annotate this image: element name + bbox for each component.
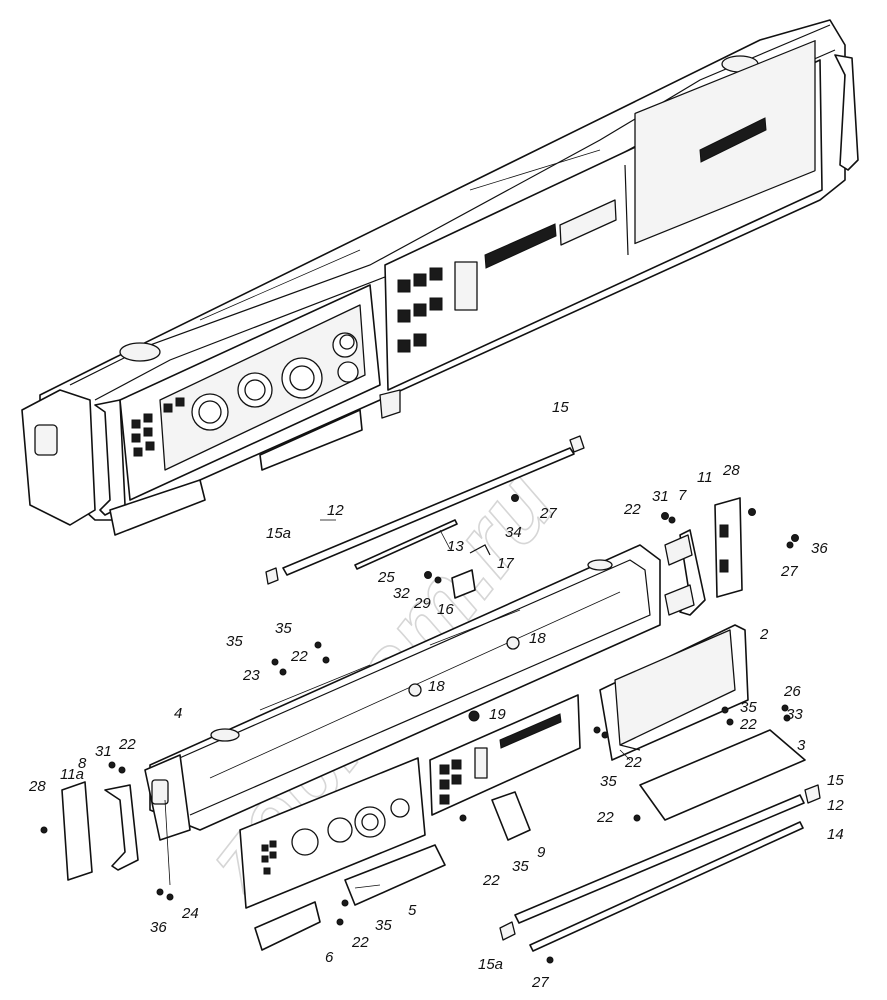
callout-label: 13 bbox=[447, 538, 464, 555]
callout-label: 15 bbox=[552, 399, 569, 416]
cap-18a bbox=[506, 636, 520, 650]
callout-label: 25 bbox=[377, 569, 395, 586]
callout-label: 26 bbox=[783, 683, 801, 700]
callout-label: 22 bbox=[118, 736, 136, 753]
callout-label: 28 bbox=[722, 462, 740, 479]
callout-label: 24 bbox=[181, 905, 199, 922]
callout-label: 35 bbox=[740, 699, 757, 716]
cluster-panel bbox=[239, 757, 426, 909]
callout-label: 5 bbox=[408, 902, 417, 919]
clip-15a-lower bbox=[499, 921, 516, 941]
callout-label: 4 bbox=[174, 705, 182, 722]
callout-label: 35 bbox=[600, 773, 617, 790]
callout-label: 29 bbox=[413, 595, 431, 612]
callout-label: 31 bbox=[95, 743, 112, 760]
fasteners-upper bbox=[424, 494, 799, 584]
clip-15-lower bbox=[804, 784, 821, 804]
callout-label: 18 bbox=[428, 678, 445, 695]
bracket-6 bbox=[254, 901, 321, 951]
callout-label: 22 bbox=[596, 809, 614, 826]
callout-label: 27 bbox=[539, 505, 557, 522]
callout-label: 19 bbox=[489, 706, 506, 723]
callout-label: 28 bbox=[28, 778, 46, 795]
panel-2 bbox=[599, 624, 749, 761]
plug-19 bbox=[468, 710, 480, 722]
assembled-dashboard bbox=[21, 19, 859, 536]
callout-label: 27 bbox=[531, 974, 549, 991]
callout-label: 22 bbox=[482, 872, 500, 889]
callout-label: 11 bbox=[697, 469, 713, 486]
callout-label: 22 bbox=[739, 716, 757, 733]
plate-16 bbox=[451, 569, 476, 599]
callout-label: 22 bbox=[351, 934, 369, 951]
callout-label: 31 bbox=[652, 488, 669, 505]
callout-label: 27 bbox=[780, 563, 798, 580]
callout-label: 18 bbox=[529, 630, 546, 647]
callout-label: 35 bbox=[275, 620, 292, 637]
callout-label: 35 bbox=[512, 858, 529, 875]
callout-label: 3 bbox=[797, 737, 806, 754]
callout-label: 22 bbox=[290, 648, 308, 665]
callout-label: 14 bbox=[827, 826, 844, 843]
callout-label: 36 bbox=[150, 919, 167, 936]
switch-panel bbox=[429, 694, 581, 816]
strip-13 bbox=[354, 519, 458, 570]
callout-label: 22 bbox=[623, 501, 641, 518]
bracket-17 bbox=[469, 544, 491, 556]
callout-label: 2 bbox=[759, 626, 769, 643]
callout-label: 8 bbox=[78, 755, 87, 772]
callout-label: 16 bbox=[437, 601, 454, 618]
end-cap-11 bbox=[714, 497, 743, 598]
callouts: 15 12 15а 13 17 34 27 22 31 7 11 28 36 2… bbox=[28, 399, 844, 991]
callout-label: 35 bbox=[375, 917, 392, 934]
callout-label: 12 bbox=[327, 502, 344, 519]
callout-label: 23 bbox=[242, 667, 260, 684]
cap-18b bbox=[408, 683, 422, 697]
cover-9 bbox=[491, 791, 531, 841]
callout-label: 36 bbox=[811, 540, 828, 557]
callout-label: 6 bbox=[325, 949, 334, 966]
rail-12-lower bbox=[514, 794, 805, 924]
callout-label: 32 bbox=[393, 585, 410, 602]
rail-12-upper bbox=[265, 435, 585, 585]
bracket-5 bbox=[344, 844, 446, 906]
callout-label: 7 bbox=[678, 487, 687, 504]
callout-label: 15а bbox=[266, 525, 291, 542]
tray-3 bbox=[639, 729, 806, 821]
callout-label: 17 bbox=[497, 555, 514, 572]
callout-label: 33 bbox=[786, 706, 803, 723]
callout-label: 22 bbox=[624, 754, 642, 771]
strip-14 bbox=[529, 821, 804, 952]
callout-label: 12 bbox=[827, 797, 844, 814]
frame-4 bbox=[144, 544, 661, 841]
callout-label: 9 bbox=[537, 844, 546, 861]
end-cap-11a bbox=[61, 781, 93, 881]
handle-8 bbox=[104, 784, 139, 871]
leader-lines bbox=[164, 519, 631, 889]
callout-label: 15а bbox=[478, 956, 503, 973]
fasteners-lower bbox=[40, 641, 791, 964]
callout-label: 11а bbox=[60, 766, 84, 783]
callout-label: 15 bbox=[827, 772, 844, 789]
callout-label: 34 bbox=[505, 524, 522, 541]
callout-label: 35 bbox=[226, 633, 243, 650]
